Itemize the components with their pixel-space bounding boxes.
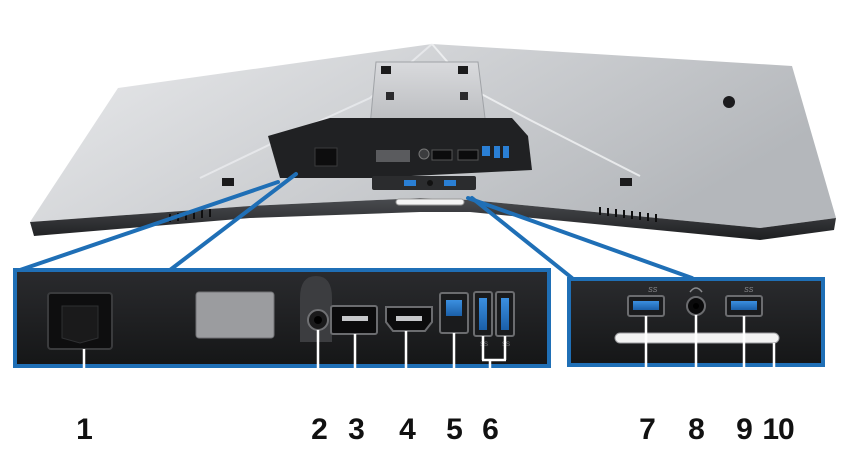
usb-upstream-insert <box>446 300 462 316</box>
rear-io-cavity <box>268 118 532 178</box>
mini-hdmi <box>457 149 479 161</box>
callout-3: 3 <box>348 413 365 446</box>
vent-slots-right <box>599 207 657 222</box>
callout-1: 1 <box>76 413 93 446</box>
hdmi-tongue <box>396 316 422 321</box>
leader-left-a <box>18 180 280 272</box>
ac-power-socket <box>61 305 99 344</box>
mini-usb-a <box>494 146 500 158</box>
mini-light-bar <box>395 198 465 206</box>
callout-4: 4 <box>399 413 416 446</box>
mount-clip-left <box>381 66 391 74</box>
mini-ac-connector <box>314 147 338 167</box>
rear-ports-zoom-panel: SS SS <box>13 268 551 368</box>
mini-dp <box>431 149 453 161</box>
mini-usb-b <box>503 146 509 158</box>
audio-line-out-center <box>693 303 699 309</box>
usb-bottom-left-ss-mark: SS <box>648 287 658 294</box>
callout-10: 10 <box>762 413 794 446</box>
usb-downstream-insert-bottom-right <box>731 301 757 310</box>
shell-button <box>723 96 735 108</box>
mini-usb-up <box>482 146 490 156</box>
stand-lock-screw-center <box>314 316 322 324</box>
shell-clip-1 <box>222 178 234 186</box>
callout-6: 6 <box>482 413 499 446</box>
monitor-bottom-edge <box>30 198 836 240</box>
pointer-lines <box>82 315 776 412</box>
callout-5: 5 <box>446 413 463 446</box>
monitor-body <box>30 43 836 240</box>
callout-8: 8 <box>688 413 705 446</box>
mount-clip-right <box>458 66 468 74</box>
mini-bottom-ports <box>372 176 476 190</box>
headphone-icon <box>689 287 703 293</box>
leader-right-a <box>466 196 694 280</box>
callout-2: 2 <box>311 413 328 446</box>
mini-port-block <box>376 150 410 162</box>
mount-hole-right <box>460 92 468 100</box>
leader-right-b <box>470 196 574 280</box>
usb-downstream-insert-rear-left <box>479 298 487 330</box>
rear-label-plate <box>195 291 275 339</box>
mini-usb-bottom-left <box>404 180 416 186</box>
mini-audio <box>427 180 433 186</box>
stand-lock-screw-housing <box>300 276 332 342</box>
usb-downstream-insert-rear-right <box>501 298 509 330</box>
callout-7: 7 <box>639 413 656 446</box>
usb-downstream-insert-bottom-left <box>633 301 659 310</box>
shell-clip-2 <box>620 178 632 186</box>
leader-lines <box>18 172 694 280</box>
mount-hole-left <box>386 92 394 100</box>
usb-bottom-right-ss-mark: SS <box>744 287 754 294</box>
mini-usb-bottom-right <box>444 180 456 186</box>
callout-9: 9 <box>736 413 753 446</box>
displayport-tongue <box>342 316 368 321</box>
mini-lock-screw <box>418 148 430 160</box>
leader-left-b <box>168 172 298 272</box>
